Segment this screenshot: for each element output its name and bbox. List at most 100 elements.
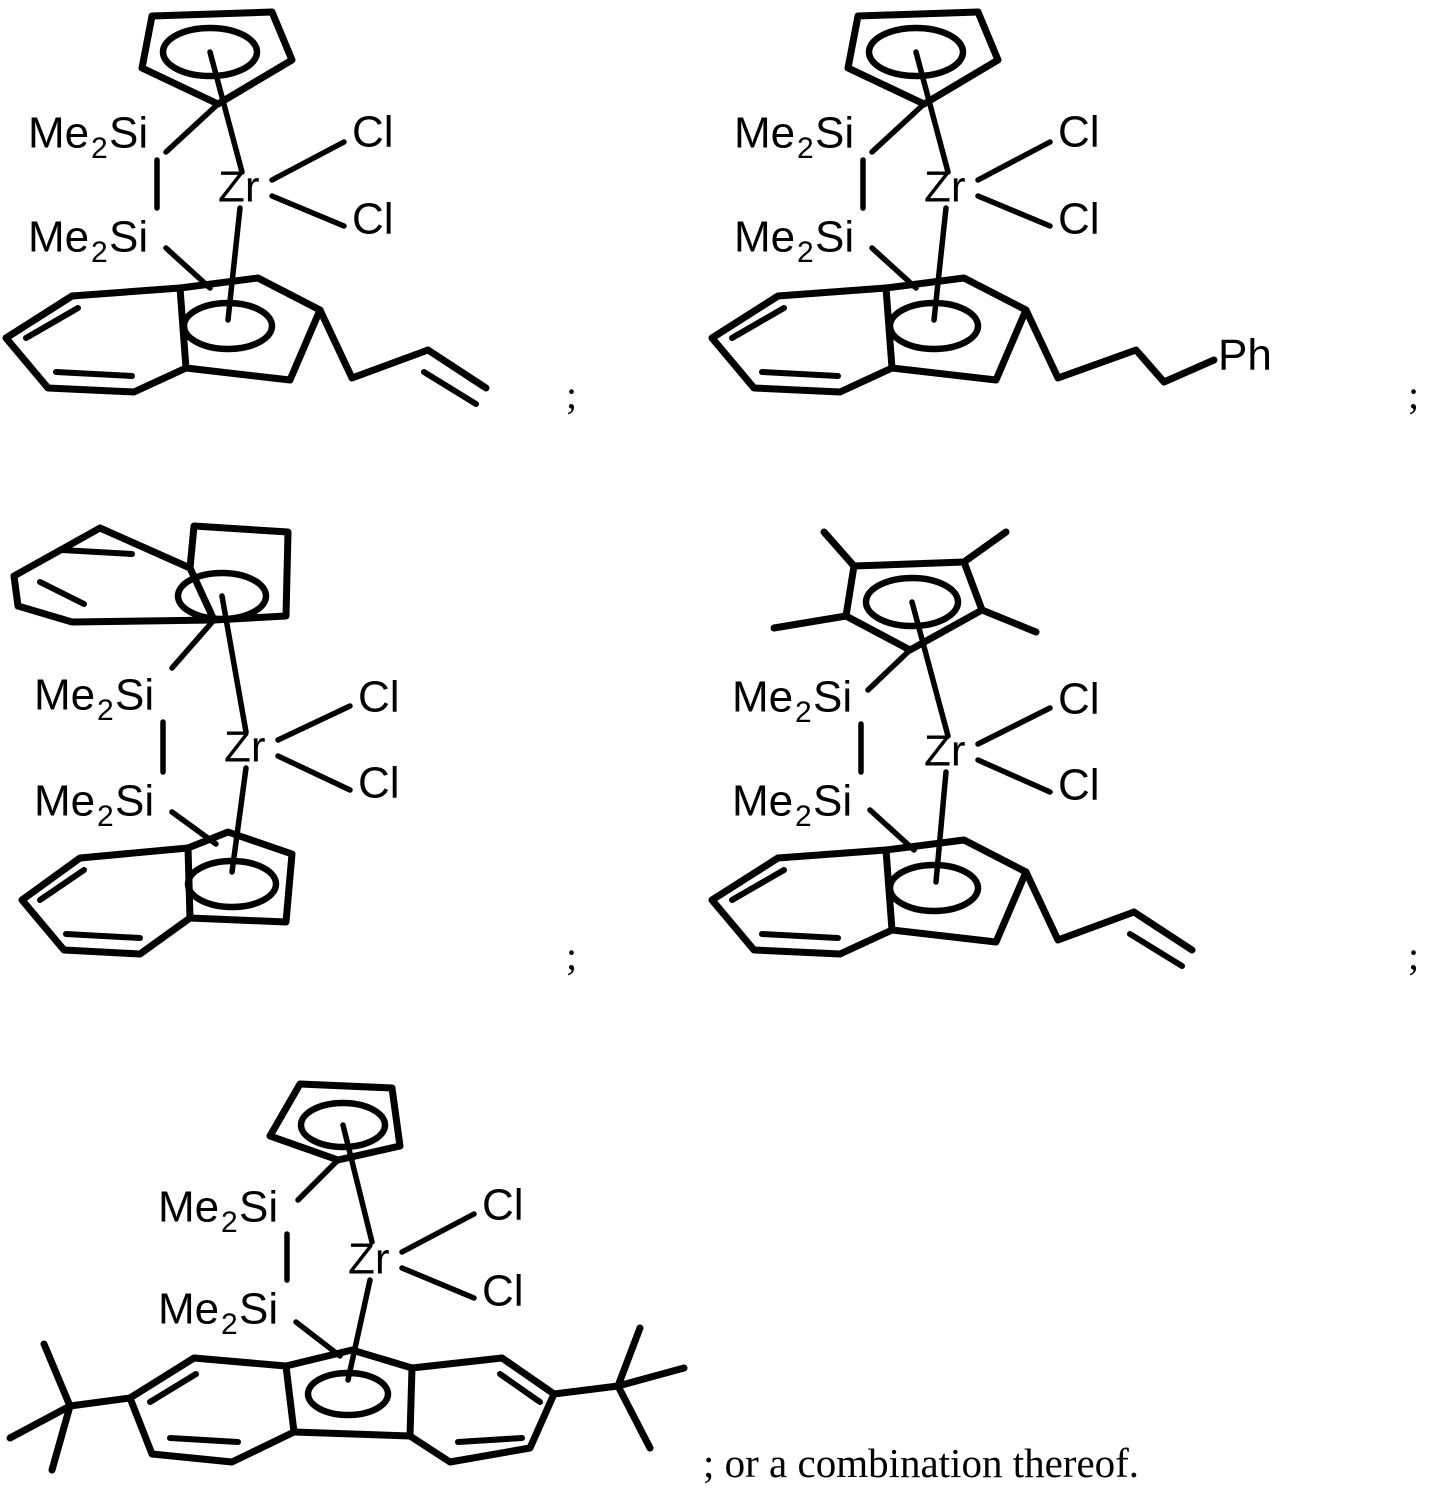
- bond-cp-to-zr: [913, 49, 951, 175]
- cl-lower-label: Cl: [358, 759, 400, 808]
- bond-cp-to-si-upper: [163, 101, 221, 155]
- bond-si-to-indenyl: [163, 245, 213, 291]
- methyl-4: [978, 606, 1040, 636]
- zr-label: Zr: [224, 723, 266, 772]
- bond-zr-cl-lower: [269, 193, 347, 229]
- zr-label: Zr: [924, 163, 966, 212]
- closing-text: ; or a combination thereof.: [703, 1440, 1140, 1486]
- cyclopentadienyl-ring-top: [266, 1080, 404, 1164]
- fluorenyl-ring-system: [126, 1346, 558, 1466]
- bond-zr-cl-upper: [975, 705, 1053, 747]
- zr-label: Zr: [218, 163, 260, 212]
- me2si-upper-si: Si: [109, 109, 148, 158]
- cl-lower-label: Cl: [1058, 195, 1100, 244]
- me2si-lower-me: Me: [734, 213, 795, 262]
- bond-zr-cl-lower: [275, 753, 353, 793]
- indenyl-ring-bottom: [18, 828, 296, 958]
- structure-4: Me 2 Si Me 2 Si Zr Cl Cl: [706, 510, 1286, 980]
- bond-indenyl-top-to-zr: [219, 593, 249, 735]
- me2si-upper-me: Me: [28, 109, 89, 158]
- me2si-upper-label: Me 2 Si: [732, 673, 852, 729]
- bond-zr-to-indenyl-bottom: [229, 765, 249, 875]
- me2si-upper-sub: 2: [91, 132, 108, 165]
- cl-upper-label: Cl: [358, 673, 400, 722]
- bond-indenyl-top-to-si: [169, 617, 217, 671]
- cyclopentadienyl-ring-top: [138, 8, 296, 108]
- bond-cp-to-zr: [207, 49, 245, 175]
- cl-lower-label: Cl: [482, 1267, 524, 1316]
- me2si-upper-si: Si: [239, 1183, 278, 1232]
- bond-zr-cl-lower: [975, 193, 1053, 229]
- ph-label: Ph: [1218, 331, 1272, 380]
- bond-zr-cl-upper: [399, 1211, 477, 1255]
- separator-2: ;: [1408, 372, 1420, 417]
- cl-upper-label: Cl: [482, 1181, 524, 1230]
- me2si-upper-me: Me: [34, 671, 95, 720]
- me2si-lower-label: Me 2 Si: [28, 213, 148, 269]
- bond-cp-to-si-upper: [865, 647, 913, 693]
- indenyl-ring-top: [10, 522, 292, 626]
- bond-zr-cl-upper: [275, 703, 353, 743]
- separator-1: ;: [566, 372, 578, 417]
- me2si-lower-sub: 2: [795, 800, 812, 833]
- bond-zr-cl-upper: [975, 139, 1053, 183]
- bond-si-to-indenyl: [867, 807, 917, 853]
- bond-cp-to-zr: [909, 599, 951, 739]
- methyl-2: [960, 528, 1010, 566]
- phenylpropyl-substituent: [1022, 306, 1218, 386]
- separator-3: ;: [566, 933, 578, 978]
- me2si-upper-sub: 2: [221, 1206, 238, 1239]
- me2si-upper-sub: 2: [97, 694, 114, 727]
- me2si-lower-si: Si: [813, 777, 852, 826]
- me2si-lower-si: Si: [815, 213, 854, 262]
- me2si-upper-me: Me: [732, 673, 793, 722]
- cl-lower-label: Cl: [352, 195, 394, 244]
- structure-2: Me 2 Si Me 2 Si Zr Cl Cl: [706, 0, 1286, 430]
- me2si-upper-si: Si: [115, 671, 154, 720]
- me2si-lower-si: Si: [239, 1285, 278, 1334]
- me2si-upper-sub: 2: [795, 696, 812, 729]
- me2si-lower-si: Si: [115, 777, 154, 826]
- me2si-upper-label: Me 2 Si: [34, 671, 154, 727]
- me2si-lower-me: Me: [732, 777, 793, 826]
- bond-zr-to-fluorenyl: [345, 1277, 373, 1383]
- cl-upper-label: Cl: [1058, 675, 1100, 724]
- bond-si-to-indenyl: [869, 245, 919, 291]
- bond-zr-cl-upper: [269, 139, 347, 183]
- allyl-substituent: [316, 306, 490, 407]
- tert-butyl-right: [550, 1324, 688, 1452]
- indenyl-ring-bottom: [708, 836, 1030, 958]
- cl-upper-label: Cl: [352, 108, 394, 157]
- me2si-lower-sub: 2: [91, 236, 108, 269]
- bond-cp-to-zr: [340, 1122, 375, 1245]
- me2si-lower-me: Me: [34, 777, 95, 826]
- me2si-upper-label: Me 2 Si: [734, 109, 854, 165]
- me2si-upper-si: Si: [813, 673, 852, 722]
- me2si-upper-label: Me 2 Si: [28, 109, 148, 165]
- cyclopentadienyl-ring-top: [844, 8, 1002, 108]
- methyl-3: [770, 612, 850, 632]
- me2si-upper-me: Me: [734, 109, 795, 158]
- bond-cp-to-si-upper: [869, 101, 927, 155]
- me2si-upper-label: Me 2 Si: [158, 1183, 278, 1239]
- structure-5: Me 2 Si Me 2 Si Zr Cl Cl: [0, 1050, 720, 1503]
- indenyl-ring-bottom: [708, 274, 1030, 396]
- bond-zr-cl-lower: [399, 1265, 477, 1301]
- zr-label: Zr: [924, 727, 966, 776]
- bond-cp-to-si-upper: [295, 1157, 341, 1203]
- allyl-substituent: [1022, 868, 1196, 969]
- me2si-lower-me: Me: [28, 213, 89, 262]
- me2si-lower-me: Me: [158, 1285, 219, 1334]
- separator-4: ;: [1408, 933, 1420, 978]
- me2si-lower-label: Me 2 Si: [158, 1285, 278, 1341]
- cl-lower-label: Cl: [1058, 761, 1100, 810]
- me2si-lower-label: Me 2 Si: [732, 777, 852, 833]
- tert-butyl-left: [6, 1340, 134, 1474]
- methyl-1: [820, 528, 858, 570]
- structure-1: Me 2 Si Me 2 Si Zr Cl Cl: [0, 0, 520, 430]
- bond-si-to-fluorenyl: [293, 1319, 343, 1359]
- structure-3: Me 2 Si Me 2 Si Zr Cl Cl: [0, 510, 520, 980]
- tetramethylcyclopentadienyl-ring-top: [770, 528, 1040, 654]
- me2si-lower-sub: 2: [221, 1308, 238, 1341]
